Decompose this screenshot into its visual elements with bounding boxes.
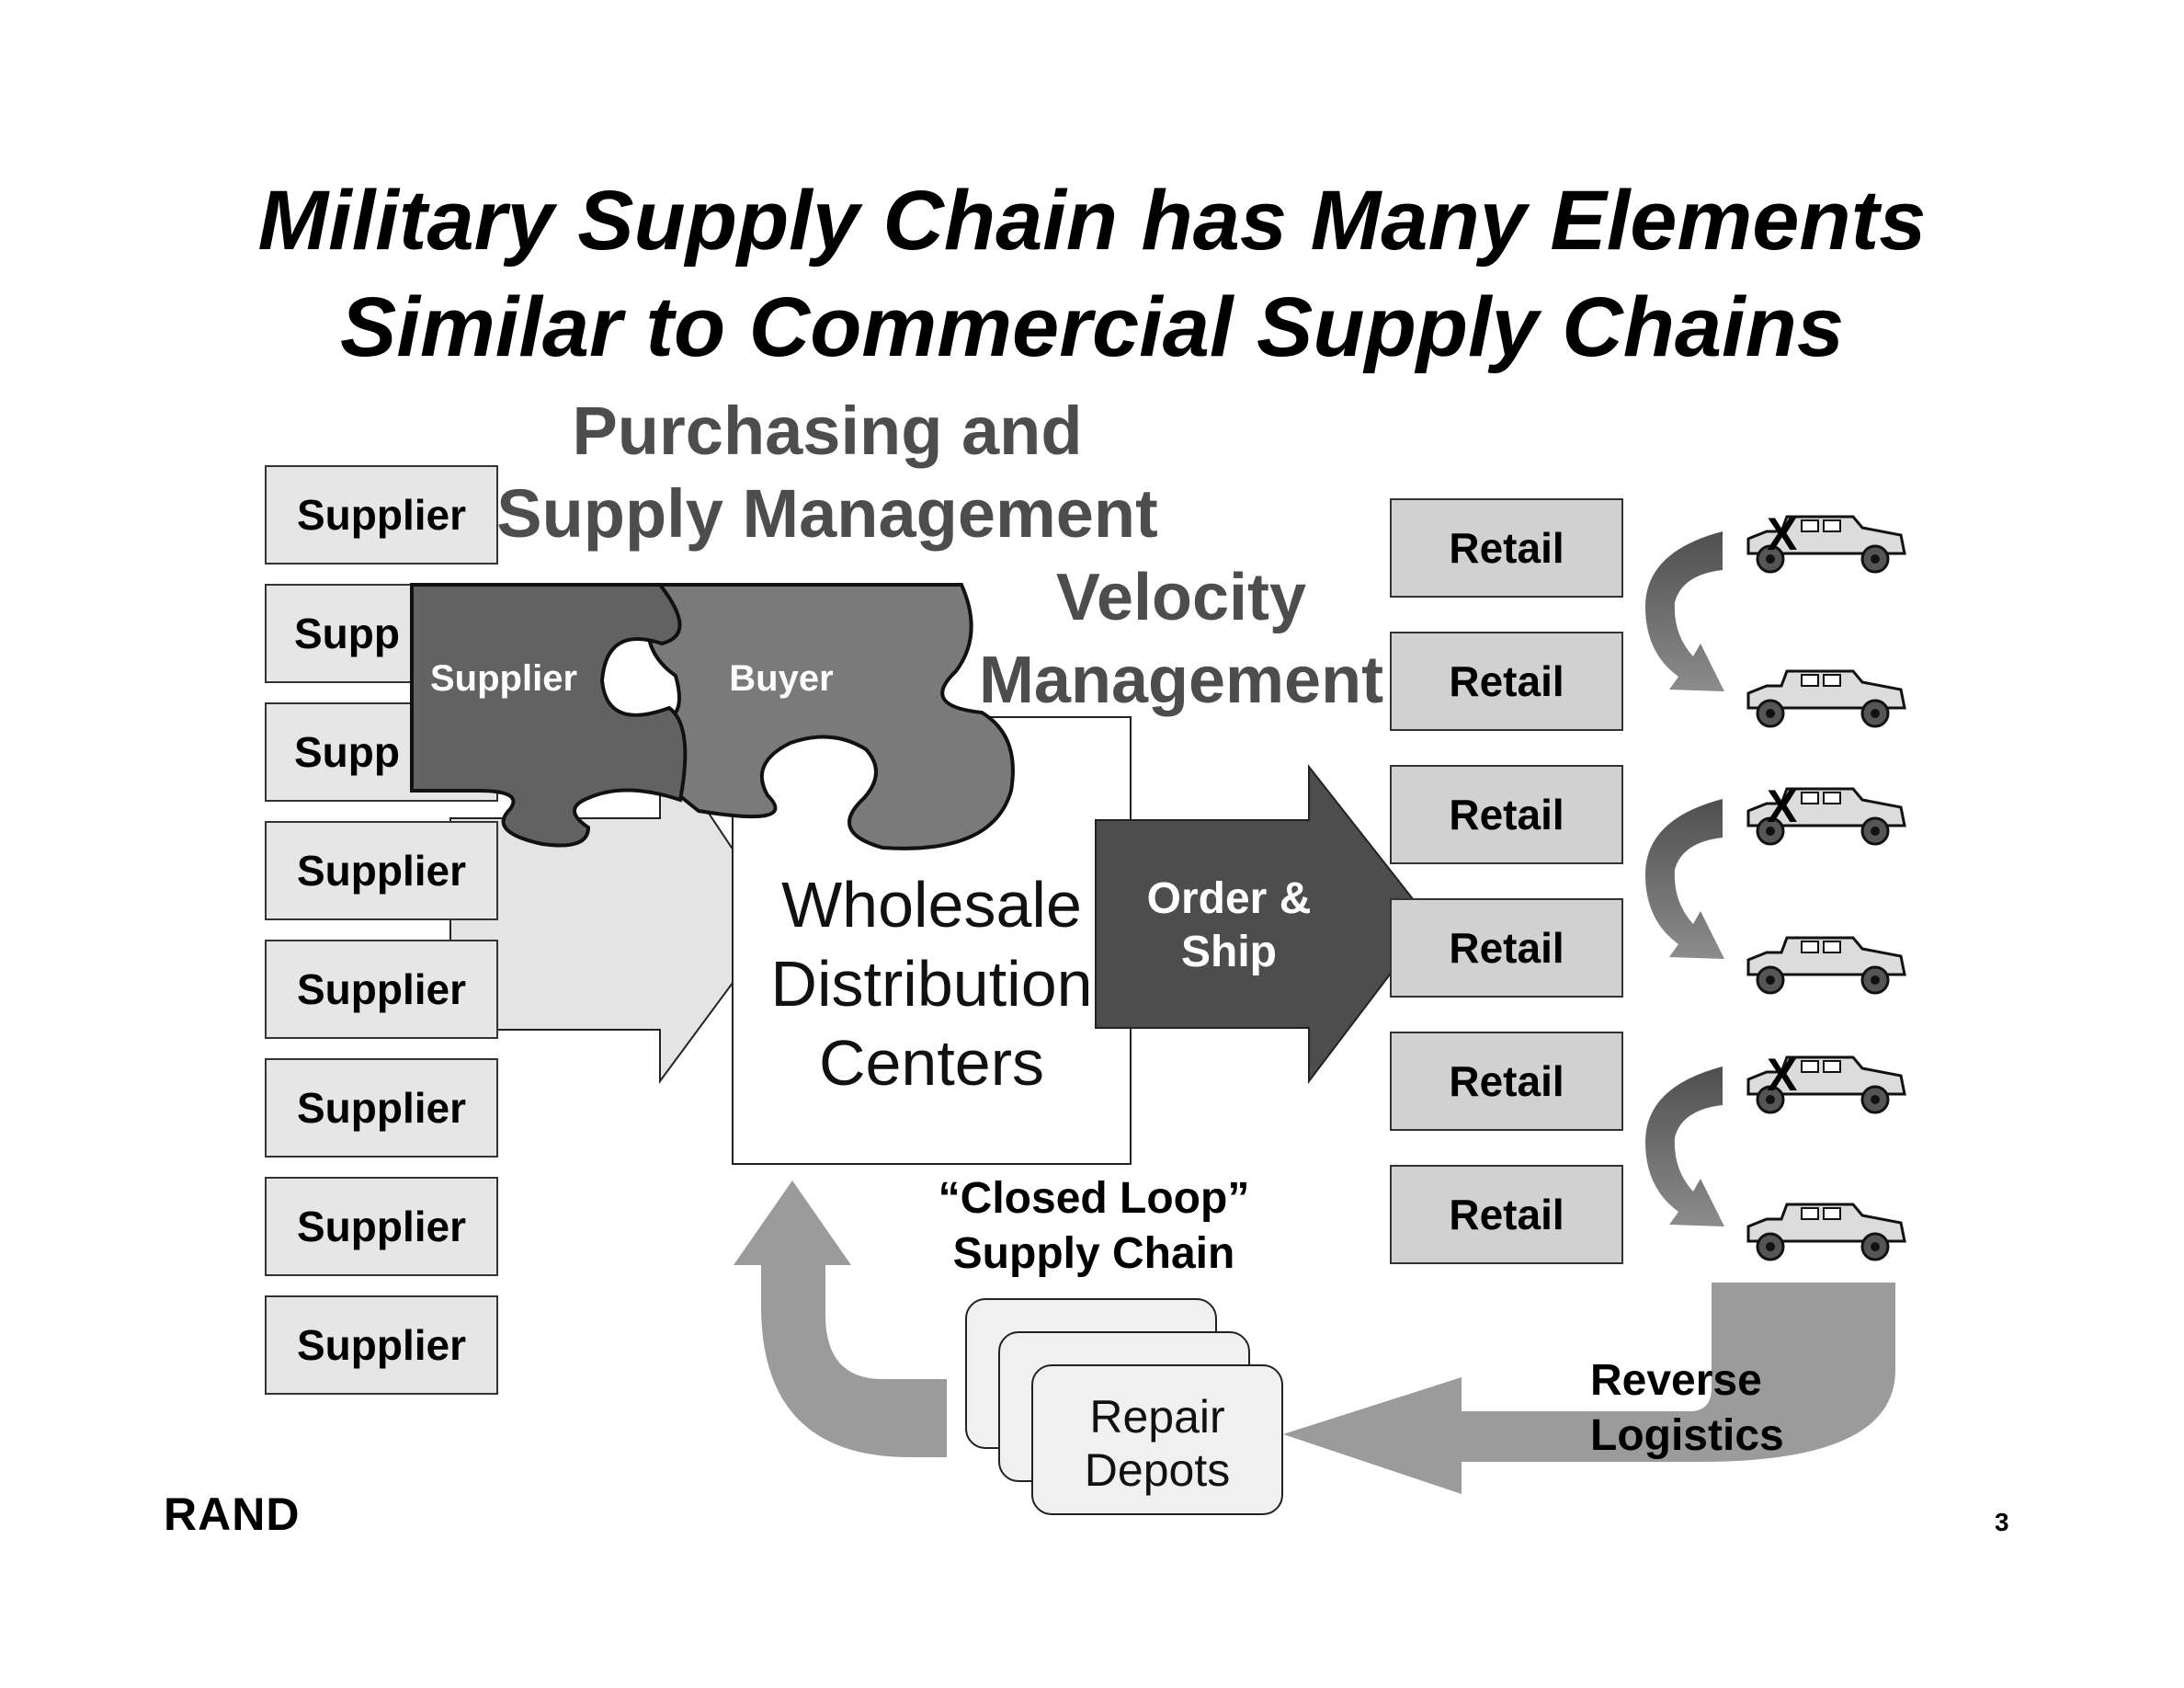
supplier-box-5: Supplier	[265, 940, 498, 1039]
curved-arrow-icon-2	[1645, 799, 1724, 959]
humvee-icon-3: X	[1746, 781, 1906, 846]
humvee-icon-4	[1746, 936, 1906, 995]
supplier-box-4: Supplier	[265, 821, 498, 920]
rand-logo: RAND	[164, 1488, 301, 1540]
retail-box-2: Retail	[1390, 632, 1623, 731]
reverse-logistics-arrow	[1283, 1283, 1895, 1494]
humvee-icon-6	[1746, 1203, 1906, 1261]
wholesale-line-1: Wholesale	[781, 869, 1082, 941]
purchasing-line-1: Purchasing and	[572, 393, 1083, 469]
wholesale-line-3: Centers	[818, 1027, 1045, 1099]
reverse-logistics-line-2: Logistics	[1590, 1411, 1784, 1460]
supplier-puzzle-piece	[410, 583, 688, 848]
retail-box-6: Retail	[1390, 1165, 1623, 1264]
repair-depots-line-1: Repair	[1089, 1391, 1225, 1443]
order-ship-line-1: Order &	[1146, 874, 1312, 923]
page-number: 3	[1995, 1508, 2009, 1536]
retail-box-3: Retail	[1390, 765, 1623, 864]
title-line-1: Military Supply Chain has Many Elements	[257, 174, 1927, 268]
repair-depot-card-front	[1031, 1364, 1283, 1515]
puzzle-buyer-label: Buyer	[729, 658, 834, 699]
purchasing-line-2: Supply Management	[496, 475, 1158, 552]
retail-box-1: Retail	[1390, 498, 1623, 598]
supplier-box-7: Supplier	[265, 1177, 498, 1276]
curved-arrow-icon-3	[1645, 1066, 1724, 1226]
order-ship-arrow	[1095, 764, 1432, 1084]
x-mark-1: X	[1767, 508, 1797, 560]
supplier-box-8: Supplier	[265, 1295, 498, 1395]
curved-arrow-icon-1	[1645, 531, 1724, 691]
humvee-icon-1: X	[1746, 508, 1906, 574]
supplier-box-6: Supplier	[265, 1058, 498, 1158]
title-line-2: Similar to Commercial Supply Chains	[340, 280, 1844, 374]
humvee-icon-2	[1746, 669, 1906, 728]
order-ship-line-2: Ship	[1181, 928, 1277, 976]
humvee-icon-5: X	[1746, 1049, 1906, 1114]
supplier-box-1: Supplier	[265, 465, 498, 565]
x-mark-2: X	[1767, 781, 1797, 832]
retail-box-4: Retail	[1390, 898, 1623, 998]
closed-loop-line-2: Supply Chain	[952, 1229, 1235, 1278]
repair-depots-line-2: Depots	[1084, 1444, 1231, 1496]
reverse-logistics-line-1: Reverse	[1590, 1356, 1762, 1405]
x-mark-3: X	[1767, 1049, 1797, 1101]
puzzle-supplier-label: Supplier	[429, 658, 578, 699]
wholesale-line-2: Distribution	[770, 948, 1093, 1020]
retail-box-5: Retail	[1390, 1032, 1623, 1131]
velocity-line-2: Management	[978, 644, 1384, 717]
velocity-line-1: Velocity	[1055, 561, 1307, 634]
return-to-wholesale-arrow	[734, 1180, 947, 1457]
closed-loop-line-1: “Closed Loop”	[938, 1174, 1250, 1223]
